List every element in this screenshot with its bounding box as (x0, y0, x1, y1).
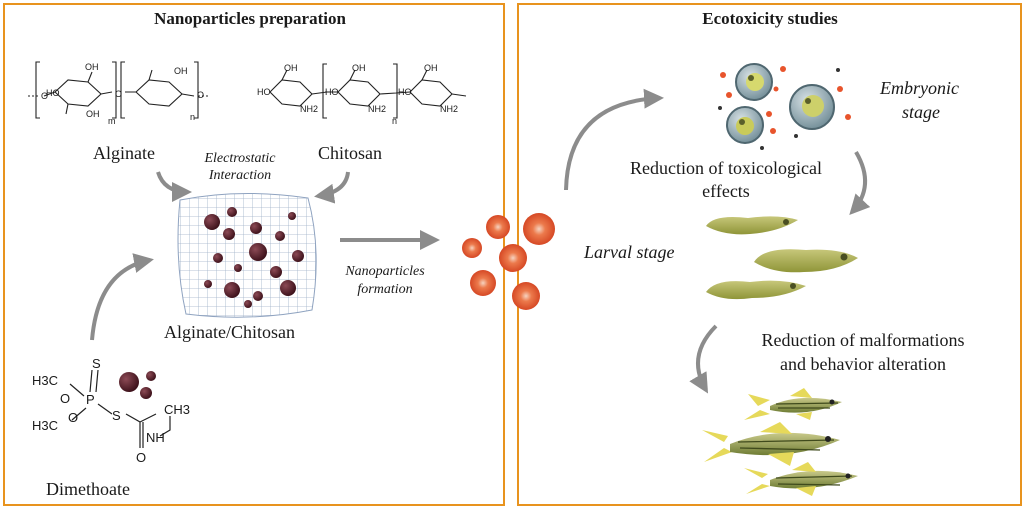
fish-3 (744, 462, 858, 496)
to-embryo-arrow (564, 88, 664, 191)
embryonic-stage-line2: stage (902, 102, 940, 122)
interaction-label: Interaction (208, 168, 272, 183)
chitosan-n-subscript: n (392, 116, 398, 126)
malformations-line1: Reduction of malformations (761, 330, 965, 350)
larva-1 (706, 216, 798, 235)
alginate-ho-left: HO (46, 88, 60, 98)
nanoparticles-formation-label-line2: formation (357, 282, 413, 297)
embryo-to-larva-arrow (849, 150, 871, 215)
chitosan-bonds (281, 69, 467, 97)
dimethoate-particles (119, 371, 156, 399)
chitosan-oh-2: OH (352, 63, 366, 73)
alginate-bracket-mid-right (120, 61, 125, 119)
alginate-bracket-mid-left (112, 61, 117, 119)
stage-arrows (564, 88, 871, 394)
dimethoate-bonds (69, 369, 171, 448)
embryo-2 (726, 106, 764, 144)
toxicological-line2: effects (702, 181, 750, 201)
dimethoate-p: P (86, 392, 95, 407)
alginate-bracket-left (35, 61, 40, 119)
larva-2 (754, 249, 858, 273)
chitosan-oh-1: OH (284, 63, 298, 73)
alginate-o-end: O (197, 90, 205, 100)
embryonic-stage-line1: Embryonic (880, 78, 959, 98)
fish-1 (744, 388, 842, 420)
dimethoate-arrow (90, 253, 154, 341)
dimethoate-o-carbonyl: O (136, 450, 147, 465)
chitosan-nh2-2: NH2 (368, 104, 387, 114)
dimethoate-label: Dimethoate (46, 479, 130, 499)
chitosan-nh2-3: NH2 (440, 104, 459, 114)
chitosan-ho-1: HO (257, 87, 271, 97)
adult-fish (702, 388, 858, 496)
dimethoate-s-double: S (92, 356, 101, 371)
chitosan-ho-2: HO (325, 87, 339, 97)
chitosan-nh2-1: NH2 (300, 104, 319, 114)
dimethoate-nh: NH (146, 430, 165, 445)
chitosan-oh-3: OH (424, 63, 438, 73)
alginate-oh-right: OH (174, 66, 188, 76)
composite-drug-particles (204, 207, 304, 308)
alginate-bracket-right (194, 61, 199, 119)
nanoparticles (462, 213, 555, 310)
larva-to-adult-arrow (689, 324, 718, 394)
alginate-arrow (156, 171, 192, 202)
chitosan-ho-3: HO (398, 87, 412, 97)
alginate-bonds (43, 69, 195, 115)
chitosan-ring-1 (269, 79, 313, 107)
embryo-1 (735, 63, 773, 101)
dimethoate-o-bottom: O (68, 410, 79, 425)
interaction-arrows (90, 171, 440, 341)
chitosan-ring-2 (337, 79, 381, 107)
dimethoate-s-link: S (112, 408, 121, 423)
larvae (706, 216, 858, 300)
alginate-m-subscript: m (108, 116, 116, 126)
alginate-label: Alginate (93, 143, 155, 163)
chitosan-ring-3 (409, 79, 453, 107)
alginate-n-subscript: n (190, 112, 196, 122)
embryo-3 (789, 84, 835, 130)
dimethoate-h3c-top: H3C (32, 373, 59, 388)
dimethoate-ch3: CH3 (164, 402, 191, 417)
toxicological-line1: Reduction of toxicological (630, 158, 822, 178)
larval-stage-label: Larval stage (584, 242, 675, 262)
alginate-ring-2 (135, 79, 183, 107)
malformations-line2: and behavior alteration (780, 354, 946, 374)
nanoparticles-formation-label-line1: Nanoparticles (345, 264, 425, 279)
composite-label: Alginate/Chitosan (164, 322, 295, 342)
fish-2 (702, 422, 840, 466)
alginate-oh-top: OH (85, 62, 99, 72)
ecotoxicity-title: Ecotoxicity studies (702, 9, 838, 28)
preparation-title: Nanoparticles preparation (154, 9, 346, 28)
embryos (726, 63, 835, 144)
alginate-o-link-2: O (115, 89, 123, 99)
dimethoate-o-top: O (60, 391, 71, 406)
chitosan-arrow (314, 171, 350, 204)
chitosan-bracket-left (322, 63, 327, 119)
chitosan-label: Chitosan (318, 143, 383, 163)
dimethoate-h3c-bottom: H3C (32, 418, 59, 433)
dimethoate-structure (69, 369, 171, 448)
alginate-ring-1 (54, 79, 102, 107)
alginate-o-link-1: O (41, 91, 49, 101)
electrostatic-label: Electrostatic (204, 151, 276, 166)
embryo-particles (718, 66, 851, 150)
alginate-oh-bottom: OH (86, 109, 100, 119)
larva-3 (706, 280, 806, 300)
chitosan-bracket-right (393, 63, 398, 119)
alginate-structure (28, 61, 208, 119)
chitosan-structure (269, 63, 467, 119)
